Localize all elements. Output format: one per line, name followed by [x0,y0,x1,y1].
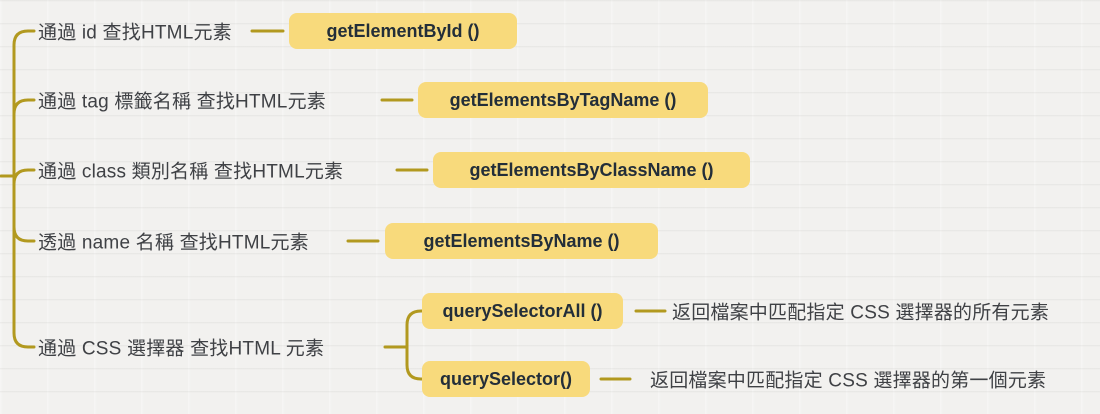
topic-find-by-class[interactable]: 通過 class 類別名稱 查找HTML元素 [38,161,344,183]
note-queryselectorall-description[interactable]: 返回檔案中匹配指定 CSS 選擇器的所有元素 [672,302,1050,324]
topic-find-by-tag[interactable]: 通過 tag 標籤名稱 查找HTML元素 [38,91,326,113]
note-queryselector-description[interactable]: 返回檔案中匹配指定 CSS 選擇器的第一個元素 [650,370,1047,392]
method-node-queryselectorall[interactable]: querySelectorAll () [422,293,623,329]
topic-find-by-name[interactable]: 透過 name 名稱 查找HTML元素 [38,232,309,254]
method-node-getelementsbyname[interactable]: getElementsByName () [385,223,658,259]
method-node-getelementbyid[interactable]: getElementById () [289,13,517,49]
method-node-queryselector[interactable]: querySelector() [422,361,590,397]
method-node-getelementsbytagname[interactable]: getElementsByTagName () [418,82,708,118]
method-node-getelementsbyclassname[interactable]: getElementsByClassName () [433,152,750,188]
topic-find-by-id[interactable]: 通過 id 查找HTML元素 [38,22,232,44]
topic-find-by-css-selector[interactable]: 通過 CSS 選擇器 查找HTML 元素 [38,338,325,360]
